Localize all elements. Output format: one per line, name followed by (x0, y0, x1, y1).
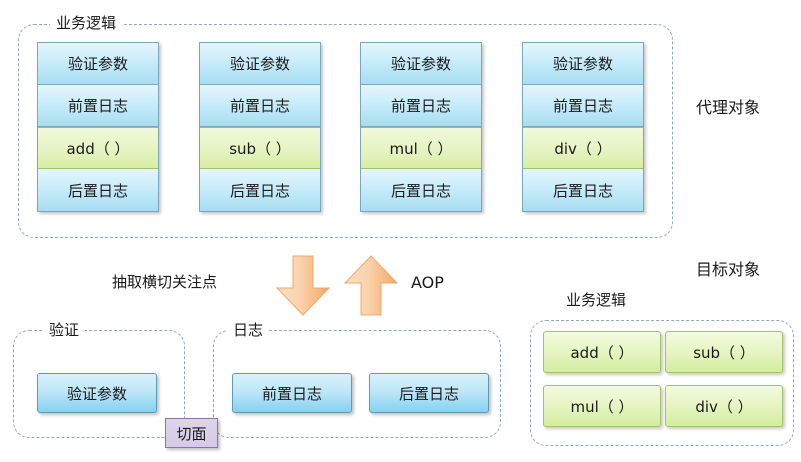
target-method-sub[interactable]: sub（ ） (665, 331, 783, 373)
proxy-cell-before-log: 前置日志 (38, 85, 158, 127)
proxy-cell-after-log: 后置日志 (361, 169, 481, 211)
target-object-group (530, 320, 794, 446)
proxy-object-group (18, 24, 673, 238)
target-method-mul[interactable]: mul（ ） (543, 385, 661, 427)
proxy-cell-after-log: 后置日志 (200, 169, 320, 211)
target-method-add[interactable]: add（ ） (543, 331, 661, 373)
validation-group-label: 验证 (43, 321, 86, 339)
proxy-cell-after-log: 后置日志 (523, 169, 643, 211)
proxy-column-div[interactable]: 验证参数 前置日志 div（ ） 后置日志 (522, 42, 644, 212)
proxy-cell-before-log: 前置日志 (200, 85, 320, 127)
before-log-box[interactable]: 前置日志 (232, 373, 352, 413)
extract-crosscutting-label: 抽取横切关注点 (112, 273, 218, 291)
proxy-column-mul[interactable]: 验证参数 前置日志 mul（ ） 后置日志 (360, 42, 482, 212)
validation-params-box[interactable]: 验证参数 (37, 373, 157, 413)
target-object-title: 目标对象 (696, 260, 761, 279)
logging-group (213, 330, 501, 438)
proxy-cell-before-log: 前置日志 (523, 85, 643, 127)
proxy-object-title: 代理对象 (696, 98, 761, 117)
aspect-badge[interactable]: 切面 (165, 418, 218, 448)
target-group-label: 业务逻辑 (560, 291, 633, 309)
proxy-cell-before-log: 前置日志 (361, 85, 481, 127)
proxy-cell-validate: 验证参数 (523, 43, 643, 85)
after-log-box[interactable]: 后置日志 (369, 373, 489, 413)
proxy-cell-method: sub（ ） (200, 127, 320, 169)
proxy-cell-method: mul（ ） (361, 127, 481, 169)
arrow-up-icon (343, 254, 399, 316)
target-method-div[interactable]: div（ ） (665, 385, 783, 427)
proxy-cell-method: add（ ） (38, 127, 158, 169)
logging-group-label: 日志 (227, 321, 270, 339)
arrow-down-icon (275, 255, 331, 317)
proxy-cell-validate: 验证参数 (38, 43, 158, 85)
aop-label: AOP (411, 273, 444, 292)
proxy-cell-method: div（ ） (523, 127, 643, 169)
proxy-cell-validate: 验证参数 (200, 43, 320, 85)
proxy-group-label: 业务逻辑 (50, 14, 123, 32)
validation-group (13, 330, 185, 438)
proxy-column-sub[interactable]: 验证参数 前置日志 sub（ ） 后置日志 (199, 42, 321, 212)
proxy-cell-validate: 验证参数 (361, 43, 481, 85)
proxy-cell-after-log: 后置日志 (38, 169, 158, 211)
proxy-column-add[interactable]: 验证参数 前置日志 add（ ） 后置日志 (37, 42, 159, 212)
